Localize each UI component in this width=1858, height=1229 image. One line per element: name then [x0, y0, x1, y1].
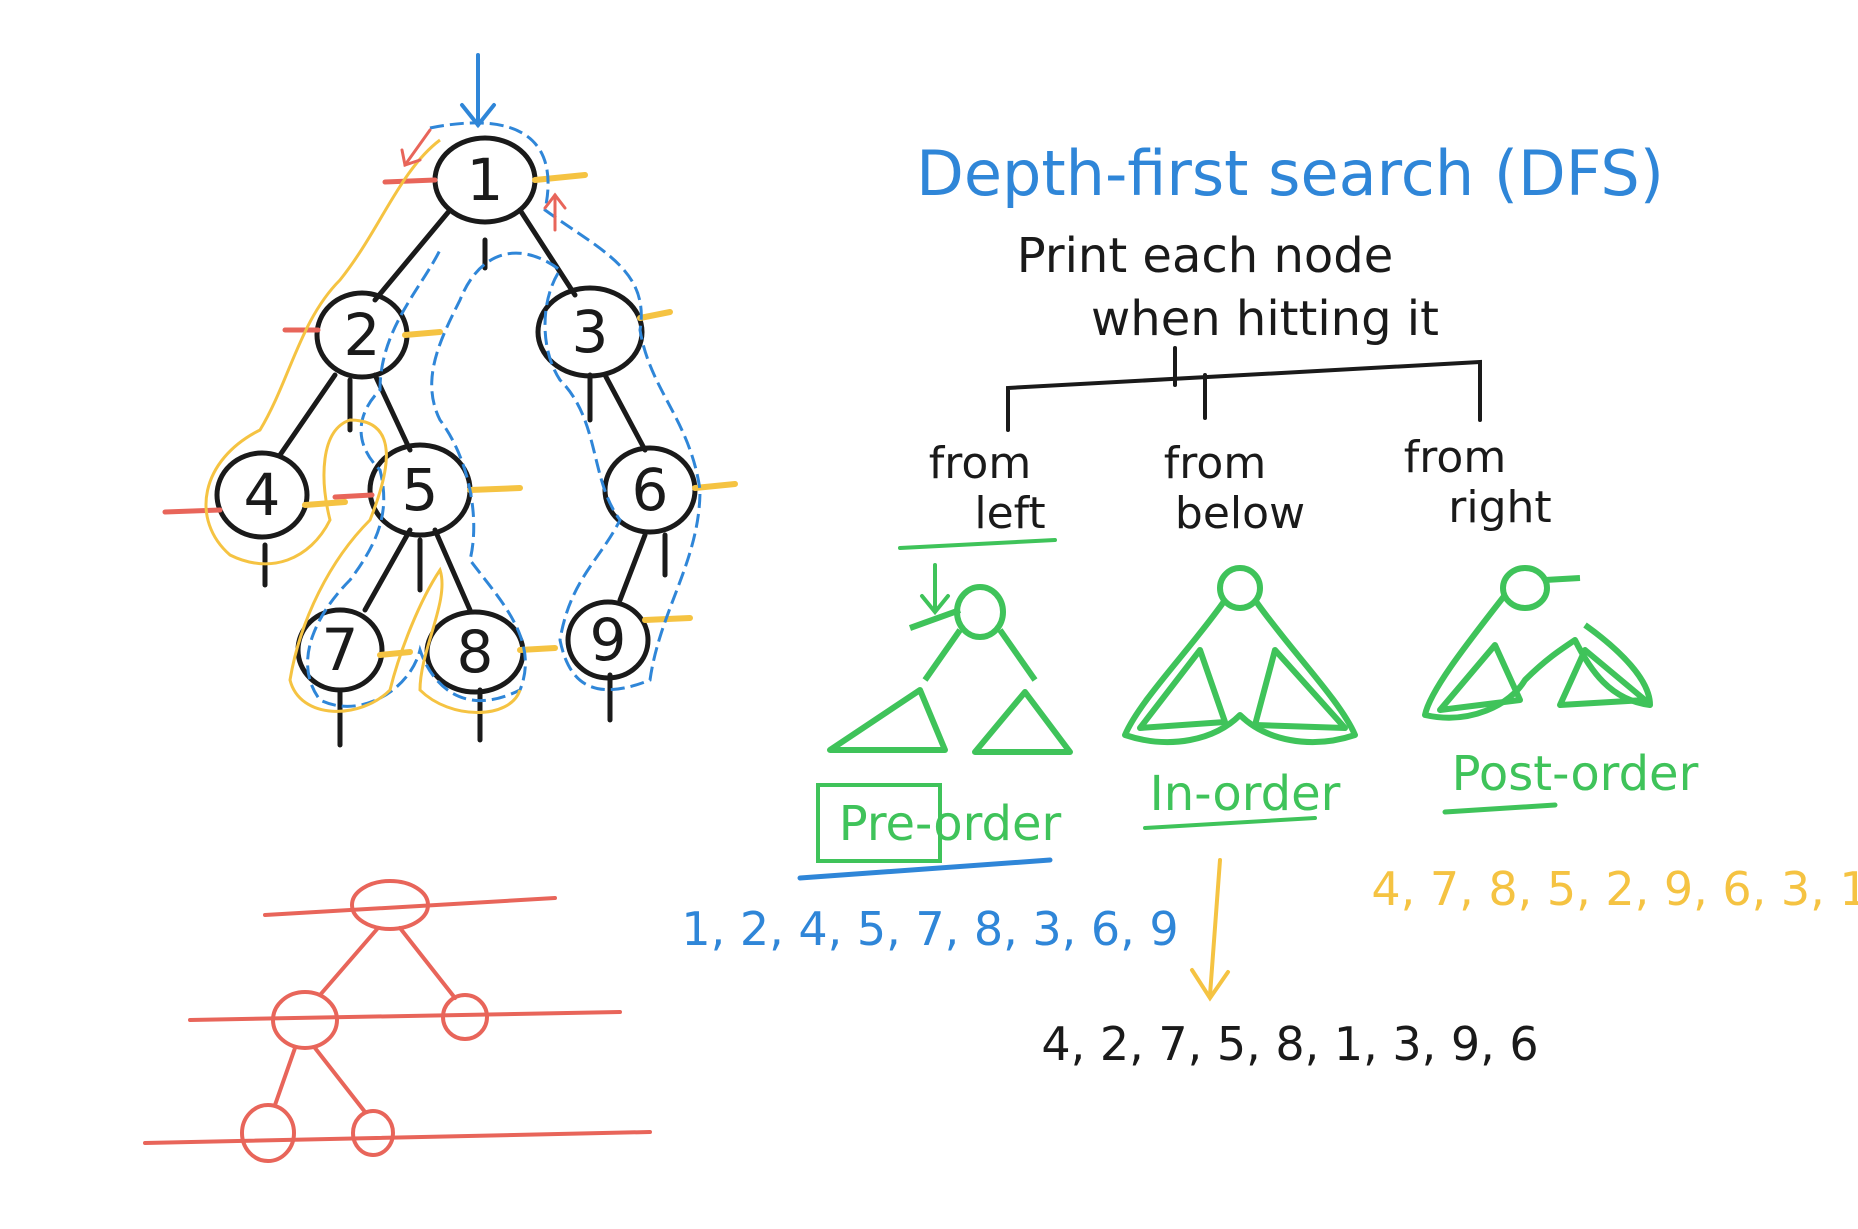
edge-2-4 — [277, 372, 338, 458]
inorder-mini-tree — [1122, 565, 1358, 746]
edge-1-2 — [372, 207, 453, 303]
stub-left-4 — [162, 507, 223, 515]
edge-3-6 — [602, 372, 648, 453]
branch-right-line2: right — [1448, 482, 1551, 533]
level-node-left-right — [351, 1109, 395, 1157]
level-line-2 — [188, 1010, 622, 1022]
preorder-mini-tree — [827, 584, 1073, 755]
edge-5-8 — [432, 527, 473, 613]
diagram-title: Depth-first search (DFS) — [916, 137, 1664, 210]
left-underline-arrow — [898, 538, 1057, 616]
level-line-1 — [263, 896, 557, 917]
stub-right-7 — [377, 649, 413, 658]
branch-below-line1: from — [1164, 438, 1266, 489]
tree-node-label-1: 1 — [467, 146, 504, 214]
postorder-mini-tree — [1422, 565, 1653, 721]
blue-traversal-contour — [306, 121, 702, 708]
tree-node-3 — [535, 285, 645, 379]
level-sketch — [143, 879, 652, 1163]
preorder-label: Pre-order — [839, 796, 1062, 852]
stub-right-3 — [637, 309, 673, 321]
tree-node-label-4: 4 — [244, 461, 281, 529]
left-stubs — [162, 177, 438, 515]
level-node-left-left — [240, 1103, 296, 1163]
stub-right-8 — [517, 645, 558, 653]
stub-right-1 — [532, 172, 588, 183]
tree-node-labels: 1 2 3 4 5 6 7 8 9 — [244, 146, 669, 686]
level-node-right — [441, 993, 489, 1041]
stub-left-5 — [332, 492, 375, 500]
branch-bracket — [1006, 346, 1482, 432]
entry-arrow — [460, 53, 496, 129]
rule-line-1: Print each node — [1017, 228, 1393, 284]
stub-left-1 — [382, 177, 438, 185]
tree-node-label-8: 8 — [457, 618, 494, 686]
edge-6-9 — [617, 532, 648, 603]
postorder-label: Post-order — [1452, 746, 1699, 802]
stub-right-2 — [402, 329, 443, 338]
tree-node-label-2: 2 — [344, 301, 381, 369]
inorder-underline — [1143, 816, 1317, 830]
preorder-sequence: 1, 2, 4, 5, 7, 8, 3, 6, 9 — [681, 902, 1178, 956]
tree-node-label-6: 6 — [632, 456, 669, 524]
branch-right-line1: from — [1404, 432, 1506, 483]
branch-below-line2: below — [1175, 488, 1305, 539]
inorder-sequence: 4, 2, 7, 5, 8, 1, 3, 9, 6 — [1041, 1017, 1538, 1071]
postorder-sequence: 4, 7, 8, 5, 2, 9, 6, 3, 1 — [1371, 862, 1858, 916]
inorder-arrow — [1190, 858, 1230, 1002]
rule-line-2: when hitting it — [1091, 291, 1439, 347]
tree-node-label-9: 9 — [590, 606, 627, 674]
tree-node-label-5: 5 — [402, 456, 439, 524]
tree-node-4 — [214, 450, 310, 540]
preorder-underline — [797, 857, 1053, 881]
yellow-traversal-contour — [204, 138, 522, 714]
stub-right-5 — [467, 485, 523, 493]
tree-node-label-3: 3 — [572, 298, 609, 366]
inorder-label: In-order — [1150, 766, 1341, 822]
edge-1-3 — [517, 207, 578, 298]
tree-node-label-7: 7 — [322, 616, 359, 684]
postorder-underline — [1442, 802, 1558, 815]
red-direction-arrows — [400, 128, 567, 232]
stub-right-6 — [692, 481, 738, 491]
level-node-left — [271, 990, 339, 1050]
branch-labels: from left from below from right — [929, 432, 1552, 539]
right-stubs — [302, 172, 738, 658]
tree-node-9 — [565, 599, 651, 681]
branch-left-line2: left — [974, 488, 1045, 539]
preorder-label-box — [816, 783, 942, 863]
level-node-root — [350, 879, 430, 931]
level-line-3 — [143, 1130, 652, 1145]
edge-5-7 — [362, 527, 413, 613]
branch-left-line1: from — [929, 438, 1031, 489]
